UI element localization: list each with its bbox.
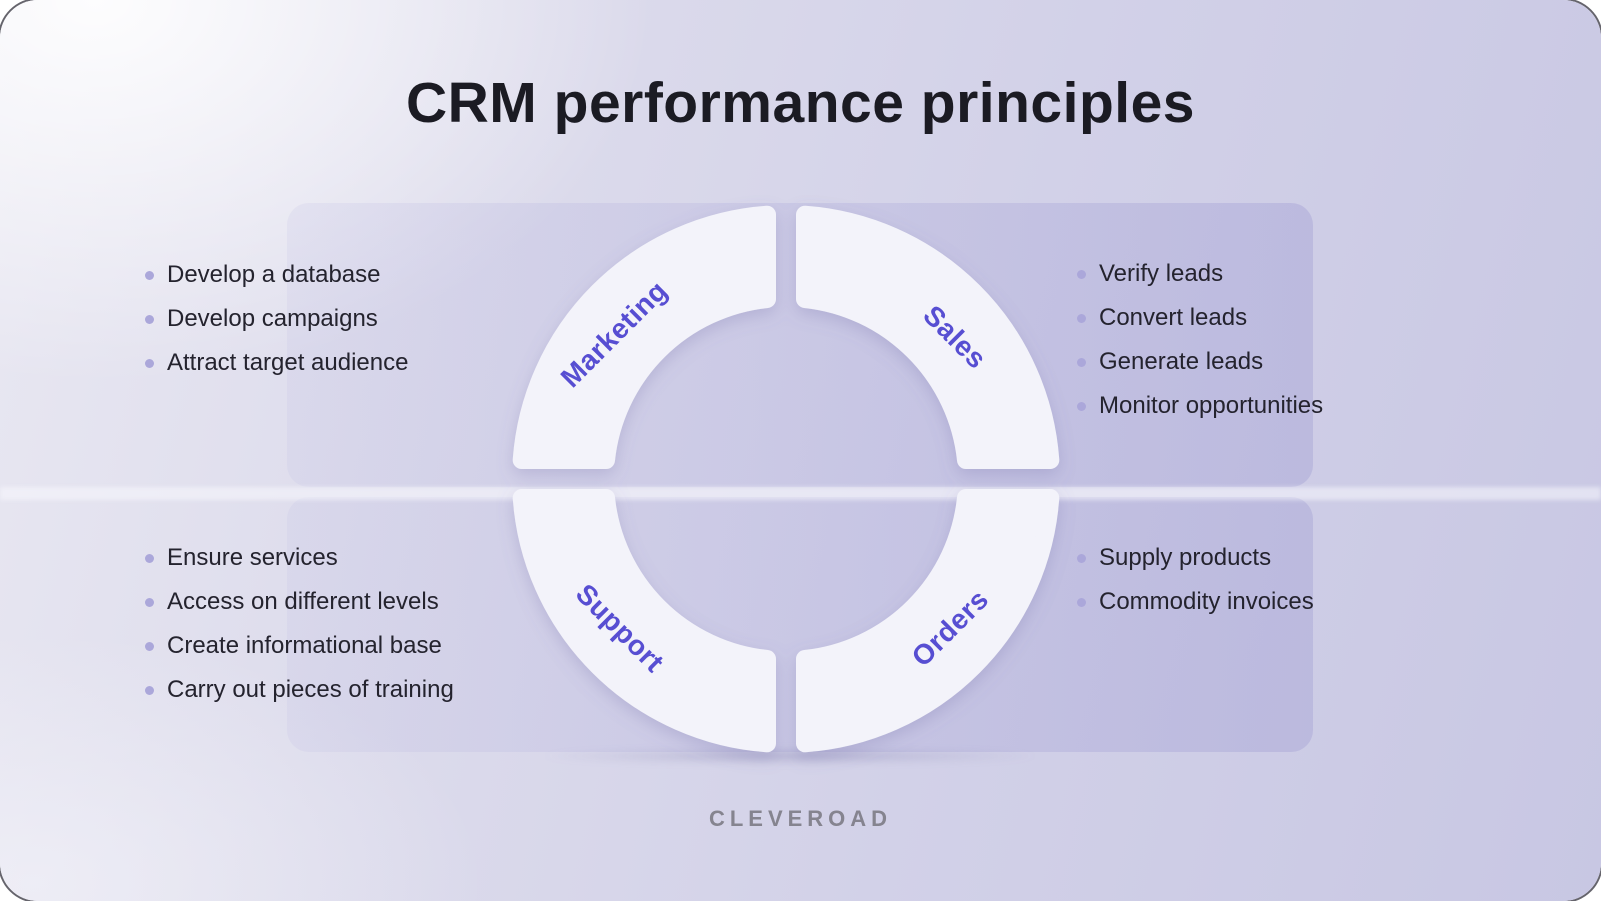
list-item: Supply products: [1077, 536, 1314, 580]
list-item-label: Generate leads: [1099, 348, 1264, 375]
bullet-icon: [145, 597, 154, 607]
bullet-icon: [1077, 357, 1086, 367]
list-item: Attract target audience: [145, 341, 408, 385]
bullet-icon: [145, 270, 154, 280]
marketing-segment: [512, 205, 776, 469]
brand-logo: CLEVEROAD: [708, 806, 893, 831]
sales-segment: [796, 205, 1060, 469]
bullet-icon: [145, 314, 154, 324]
list-item-label: Carry out pieces of training: [167, 676, 454, 703]
orders-item-list: Supply products Commodity invoices: [1077, 536, 1314, 624]
list-item-label: Commodity invoices: [1099, 588, 1314, 615]
list-item: Commodity invoices: [1077, 580, 1314, 624]
list-item: Develop a database: [145, 253, 408, 297]
list-item: Develop campaigns: [145, 297, 408, 341]
list-item: Verify leads: [1077, 252, 1323, 296]
list-item-label: Develop a database: [167, 261, 381, 288]
ring-drop-shadow: [440, 746, 1140, 766]
bullet-icon: [145, 358, 154, 368]
list-item: Monitor opportunities: [1077, 384, 1323, 428]
support-segment: [512, 489, 776, 753]
bullet-icon: [145, 685, 154, 695]
bullet-icon: [145, 553, 154, 563]
list-item: Convert leads: [1077, 296, 1323, 340]
orders-segment: [796, 489, 1060, 753]
bullet-icon: [1077, 269, 1086, 279]
bullet-icon: [145, 641, 154, 651]
horizontal-divider: [0, 487, 1601, 500]
list-item: Carry out pieces of training: [145, 668, 454, 712]
list-item-label: Monitor opportunities: [1099, 392, 1324, 419]
bullet-icon: [1077, 597, 1086, 607]
list-item-label: Attract target audience: [167, 349, 409, 376]
list-item: Generate leads: [1077, 340, 1323, 384]
list-item: Ensure services: [145, 536, 454, 580]
support-item-list: Ensure services Access on different leve…: [145, 536, 454, 712]
list-item: Create informational base: [145, 624, 454, 668]
list-item-label: Ensure services: [167, 544, 338, 571]
sales-item-list: Verify leads Convert leads Generate lead…: [1077, 252, 1323, 428]
list-item-label: Verify leads: [1099, 260, 1224, 287]
list-item-label: Supply products: [1099, 544, 1272, 571]
list-item-label: Develop campaigns: [167, 305, 378, 332]
bullet-icon: [1077, 553, 1086, 563]
bullet-icon: [1077, 401, 1086, 411]
list-item-label: Access on different levels: [167, 588, 439, 615]
list-item: Access on different levels: [145, 580, 454, 624]
list-item-label: Convert leads: [1099, 304, 1248, 331]
bullet-icon: [1077, 313, 1086, 323]
marketing-item-list: Develop a database Develop campaigns Att…: [145, 253, 408, 385]
page-title: CRM performance principles: [405, 71, 1195, 135]
list-item-label: Create informational base: [167, 632, 442, 659]
